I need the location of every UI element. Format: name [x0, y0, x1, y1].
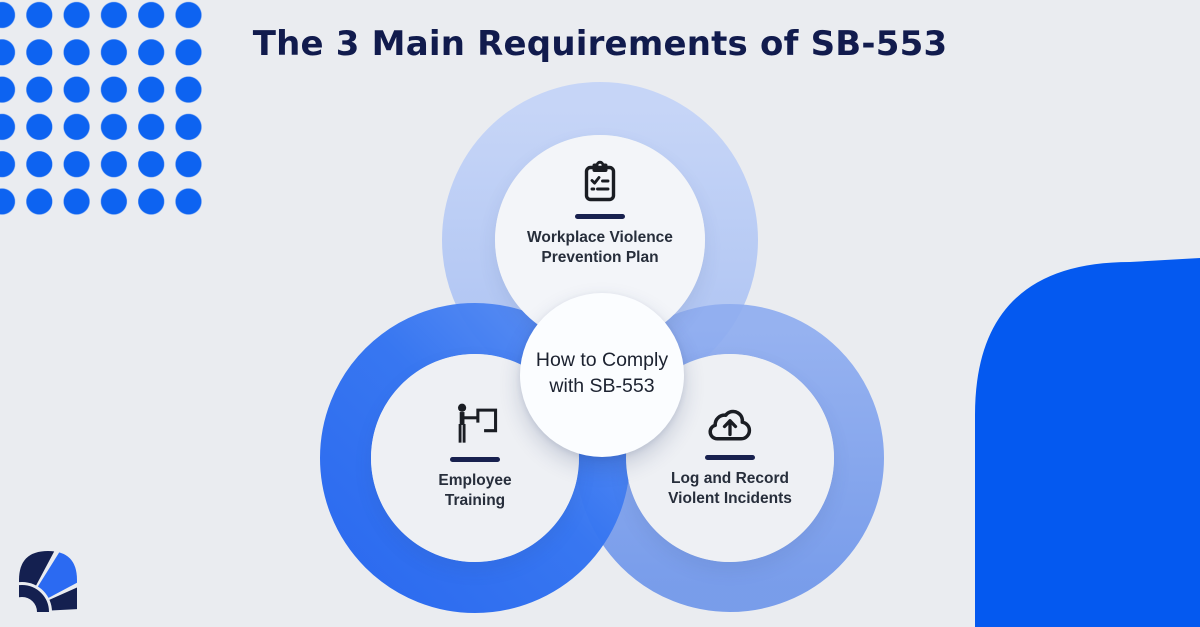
cloud-upload-icon — [708, 409, 752, 441]
center-label-line: with SB-553 — [549, 375, 655, 397]
center-circle-label: How to Comply with SB-553 — [536, 347, 668, 399]
node-label-line: Employee — [438, 471, 512, 489]
node-label: Workplace Violence Prevention Plan — [527, 228, 673, 268]
presenter-board-icon — [457, 403, 498, 443]
node-label: Employee Training — [438, 471, 511, 511]
underline-bar — [575, 213, 625, 219]
node-label-line: Workplace Violence — [527, 228, 673, 246]
underline-bar — [705, 454, 755, 460]
page-title: The 3 Main Requirements of SB-553 — [252, 24, 948, 64]
node-label: Log and Record Violent Incidents — [668, 469, 792, 509]
arch-shape — [975, 258, 1200, 627]
center-label-line: How to Comply — [535, 349, 669, 371]
node-label-line: Log and Record — [671, 469, 789, 487]
brand-logo — [19, 551, 77, 612]
node-label-line: Training — [444, 491, 506, 509]
center-circle: How to Comply with SB-553 — [520, 293, 684, 457]
clipboard-checklist-icon — [584, 160, 616, 201]
ring-bottom-left — [320, 303, 630, 613]
node-label-line: Prevention Plan — [541, 248, 659, 266]
node-label-line: Violent Incidents — [668, 489, 792, 507]
dot-grid-pattern — [0, 0, 206, 218]
underline-bar — [450, 456, 500, 462]
